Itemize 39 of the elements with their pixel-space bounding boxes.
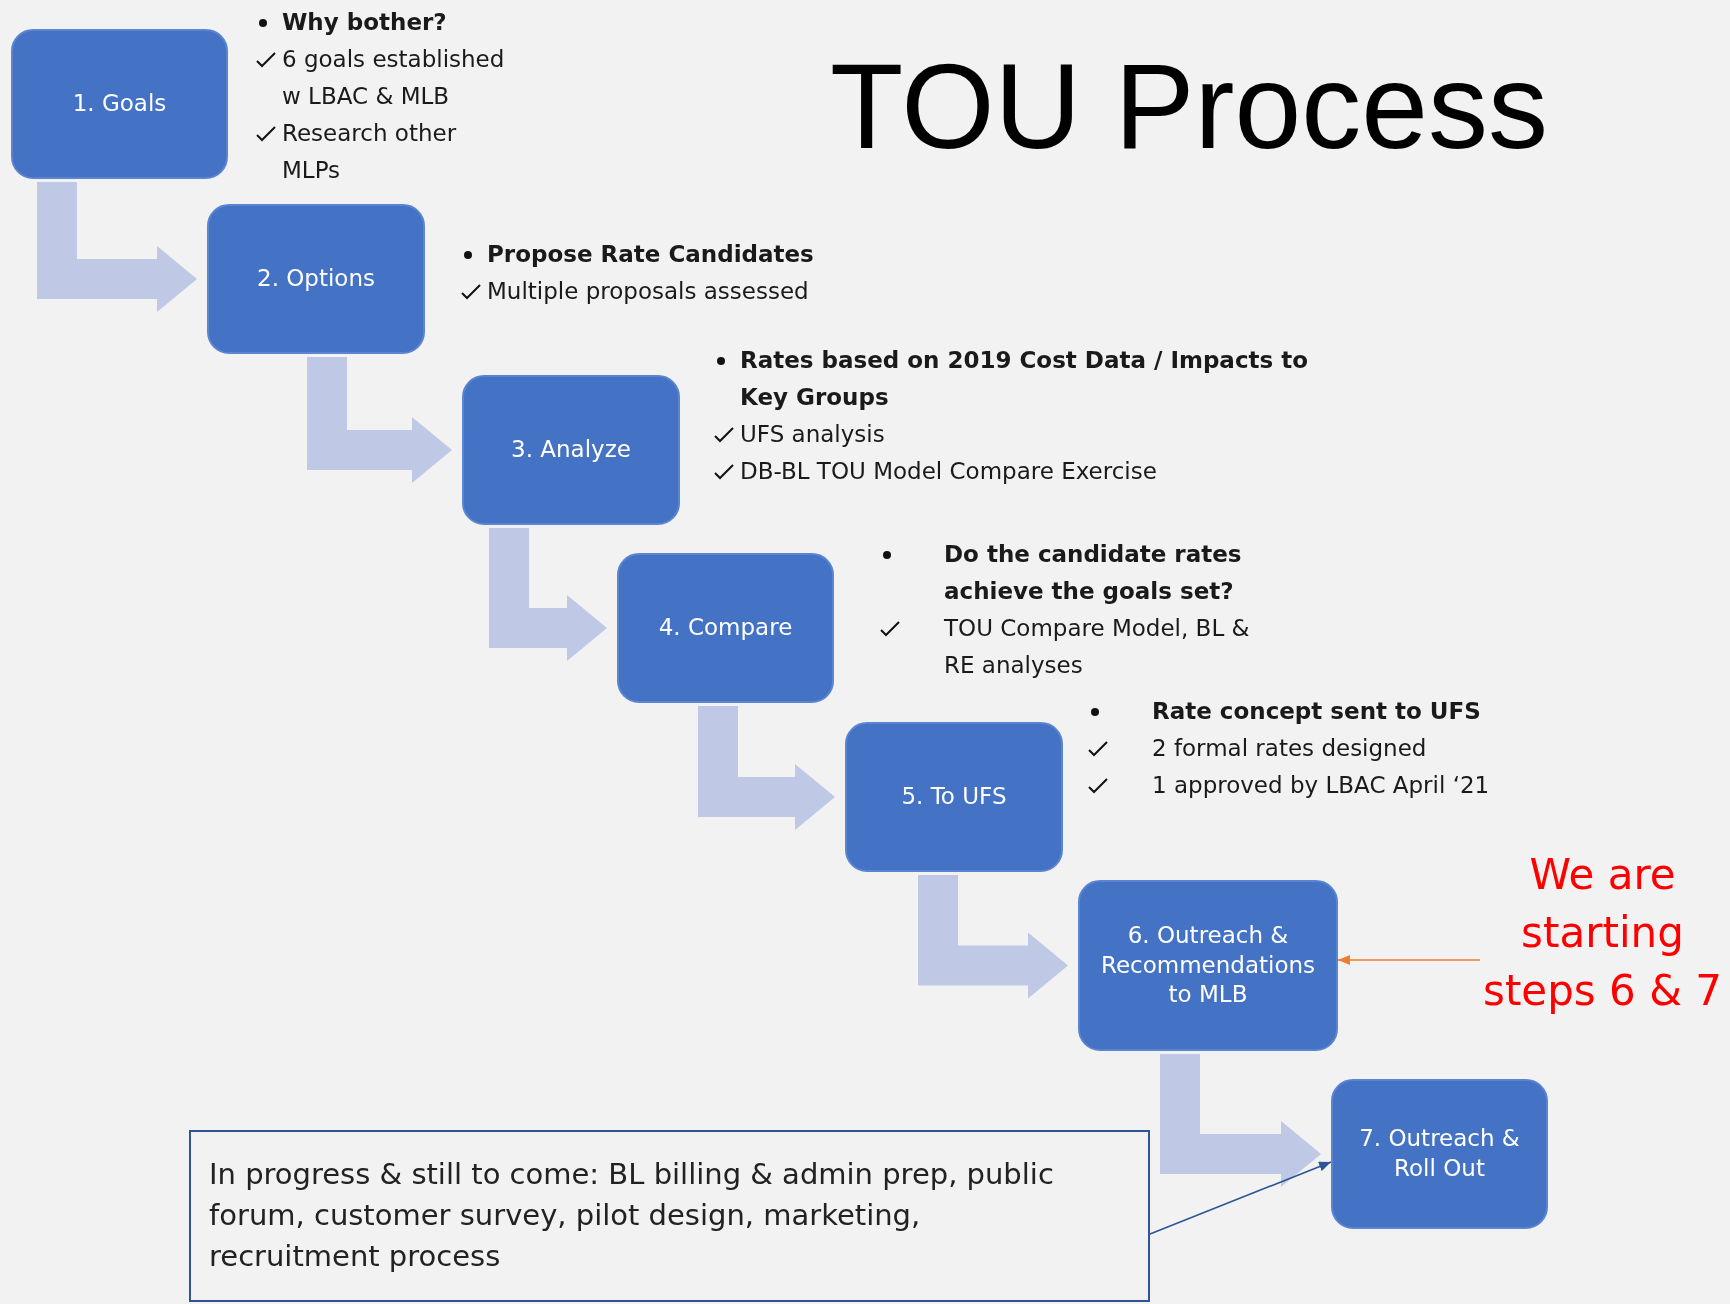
step-label: 4. Compare (658, 613, 793, 643)
elbow-arrow (37, 182, 197, 312)
checklist-text: UFS analysis (740, 421, 885, 447)
arrow (1337, 955, 1481, 965)
step-label: 3. Analyze (511, 435, 631, 465)
bullet-heading: Propose Rate Candidates (487, 241, 814, 267)
bullet-heading: Rate concept sent to UFS (1152, 698, 1481, 724)
checklist-text: Multiple proposals assessed (487, 278, 809, 304)
process-box (207, 204, 425, 354)
note-box (189, 1130, 1150, 1302)
step-label: 1. Goals (72, 89, 167, 119)
process-box (617, 553, 834, 703)
checklist-text: DB-BL TOU Model Compare Exercise (740, 458, 1157, 484)
elbow-arrow (918, 875, 1068, 999)
arrow (1149, 1161, 1332, 1235)
process-box (1078, 880, 1338, 1051)
note-text: In progress & still to come: BL billing & admin prep, public forum, customer survey, pilot design, marketing, recruitment process (209, 1156, 1055, 1276)
callout-text: We are starting steps 6 & 7 (1482, 849, 1723, 1017)
bullet-heading: Why bother? (282, 9, 447, 35)
checklist-text: 2 formal rates designed (1152, 735, 1427, 761)
diagram-title: TOU Process (830, 40, 1548, 172)
process-box (11, 29, 228, 179)
checklist-text: 6 goals established w LBAC & MLB (282, 46, 505, 109)
elbow-arrow (489, 528, 607, 661)
step-label: 5. To UFS (901, 782, 1007, 812)
checklist-text: TOU Compare Model, BL & RE analyses (944, 615, 1250, 678)
checklist-text: 1 approved by LBAC April ‘21 (1152, 772, 1490, 798)
elbow-arrow (698, 706, 835, 830)
bullet-heading: Rates based on 2019 Cost Data / Impacts to Key Groups (740, 347, 1308, 410)
process-box (1331, 1079, 1548, 1229)
step-label: 7. Outreach & Roll Out (1358, 1124, 1521, 1183)
step-label: 6. Outreach & Recommendations to MLB (1099, 920, 1317, 1010)
elbow-arrow (307, 357, 452, 483)
step-label: 2. Options (257, 264, 375, 294)
checklist-text: Research other MLPs (282, 120, 457, 183)
elbow-arrow (1160, 1054, 1321, 1187)
process-box (462, 375, 680, 525)
process-box (845, 722, 1063, 872)
bullet-heading: Do the candidate rates achieve the goals set? (944, 541, 1242, 604)
